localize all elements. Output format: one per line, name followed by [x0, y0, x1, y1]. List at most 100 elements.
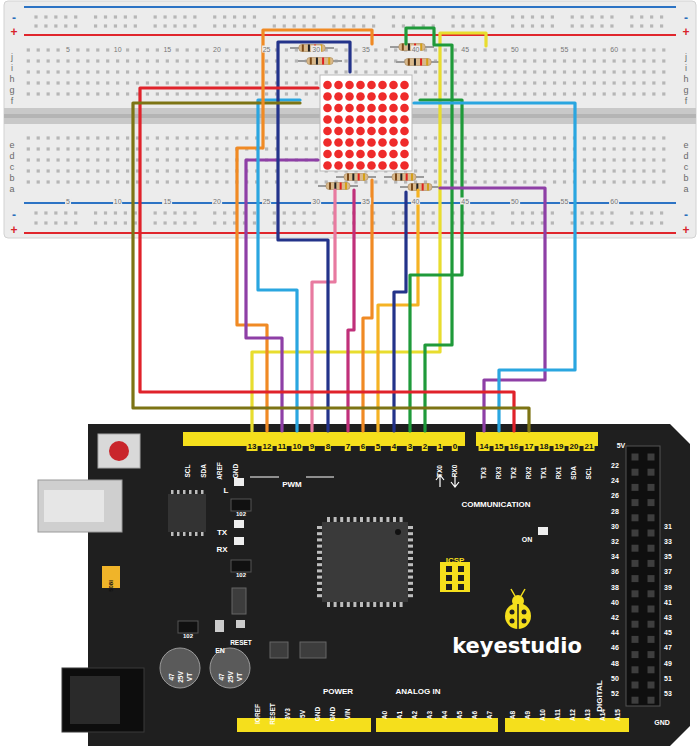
breadboard-hole — [642, 147, 645, 150]
rail-hole — [34, 24, 37, 27]
breadboard-hole — [434, 136, 437, 139]
pin-number: 5 — [375, 443, 381, 451]
pin-label: 5V — [616, 442, 627, 449]
chip-pin — [195, 490, 198, 494]
rail-hole — [213, 221, 216, 224]
header-pin — [648, 606, 655, 613]
jumper-wire — [348, 190, 354, 431]
breadboard-hole — [86, 48, 89, 51]
breadboard-hole — [27, 59, 30, 62]
rail-hole — [293, 211, 296, 214]
breadboard-hole — [563, 70, 566, 73]
rail-hole — [640, 24, 643, 27]
breadboard-hole — [56, 158, 59, 161]
header-pin — [632, 651, 639, 658]
column-number: 25 — [262, 46, 272, 53]
breadboard-hole — [37, 92, 40, 95]
breadboard-hole — [593, 158, 596, 161]
breadboard-hole — [444, 81, 447, 84]
row-letter: e — [8, 141, 15, 150]
breadboard-hole — [47, 48, 50, 51]
resistor-band — [329, 183, 331, 190]
breadboard-hole — [86, 81, 89, 84]
breadboard-hole — [543, 48, 546, 51]
breadboard-hole — [424, 70, 427, 73]
column-number: 25 — [262, 198, 272, 205]
breadboard-hole — [205, 169, 208, 172]
column-number: 35 — [361, 46, 371, 53]
breadboard-hole — [166, 70, 169, 73]
breadboard-hole — [424, 158, 427, 161]
chip-pin — [189, 490, 192, 494]
breadboard-hole — [444, 169, 447, 172]
rail-hole — [342, 211, 345, 214]
breadboard-hole — [523, 70, 526, 73]
rail-hole — [491, 15, 494, 18]
breadboard-hole — [205, 81, 208, 84]
rail-hole — [531, 221, 534, 224]
pin-label: 30 — [610, 522, 620, 529]
chip-pin — [317, 576, 322, 579]
breadboard-hole — [464, 59, 467, 62]
led-dot — [356, 115, 365, 124]
breadboard-hole — [66, 92, 69, 95]
rail-hole — [273, 15, 276, 18]
pin-header — [505, 718, 629, 732]
breadboard-hole — [126, 180, 129, 183]
breadboard-hole — [166, 92, 169, 95]
rail-hole — [610, 221, 613, 224]
breadboard-hole — [652, 81, 655, 84]
pin-label: 47 — [663, 644, 673, 651]
breadboard-hole — [424, 147, 427, 150]
chip-pin — [317, 545, 322, 548]
column-number: 10 — [113, 46, 123, 53]
chip-pin — [408, 532, 413, 535]
rail-hole — [273, 211, 276, 214]
rail-hole — [650, 15, 653, 18]
breadboard-hole — [513, 158, 516, 161]
rail-hole — [481, 221, 484, 224]
rail-hole — [372, 15, 375, 18]
breadboard-hole — [245, 70, 248, 73]
breadboard-hole — [156, 147, 159, 150]
breadboard-hole — [553, 59, 556, 62]
rail-hole — [412, 15, 415, 18]
breadboard-hole — [533, 92, 536, 95]
rail-hole — [173, 15, 176, 18]
rail-hole — [94, 211, 97, 214]
breadboard-hole — [255, 81, 258, 84]
breadboard-hole — [136, 48, 139, 51]
part-code: 102 — [235, 511, 247, 517]
board-text: ANALOG IN — [395, 688, 442, 696]
breadboard-hole — [474, 136, 477, 139]
led-dot — [389, 161, 398, 170]
rail-hole — [660, 221, 663, 224]
breadboard-hole — [613, 70, 616, 73]
breadboard-hole — [493, 70, 496, 73]
breadboard-hole — [642, 81, 645, 84]
breadboard-hole — [245, 136, 248, 139]
column-number: 40 — [411, 198, 421, 205]
header-pin — [632, 484, 639, 491]
breadboard-hole — [384, 70, 387, 73]
breadboard-hole — [245, 92, 248, 95]
led-dot — [367, 92, 376, 101]
breadboard-hole — [523, 147, 526, 150]
breadboard-hole — [523, 48, 526, 51]
led-dot — [356, 81, 365, 90]
rail-hole — [511, 24, 514, 27]
rail-hole — [312, 211, 315, 214]
led-dot — [389, 138, 398, 147]
led-dot — [367, 161, 376, 170]
breadboard-hole — [493, 147, 496, 150]
row-letter: g — [682, 86, 689, 95]
rail-hole — [630, 221, 633, 224]
breadboard-hole — [315, 81, 318, 84]
chip-pin — [408, 594, 413, 597]
breadboard-hole — [563, 169, 566, 172]
breadboard-hole — [186, 169, 189, 172]
rail-hole — [193, 24, 196, 27]
rail-line — [24, 34, 676, 36]
rail-hole — [650, 221, 653, 224]
logo-ladybug — [511, 589, 525, 596]
